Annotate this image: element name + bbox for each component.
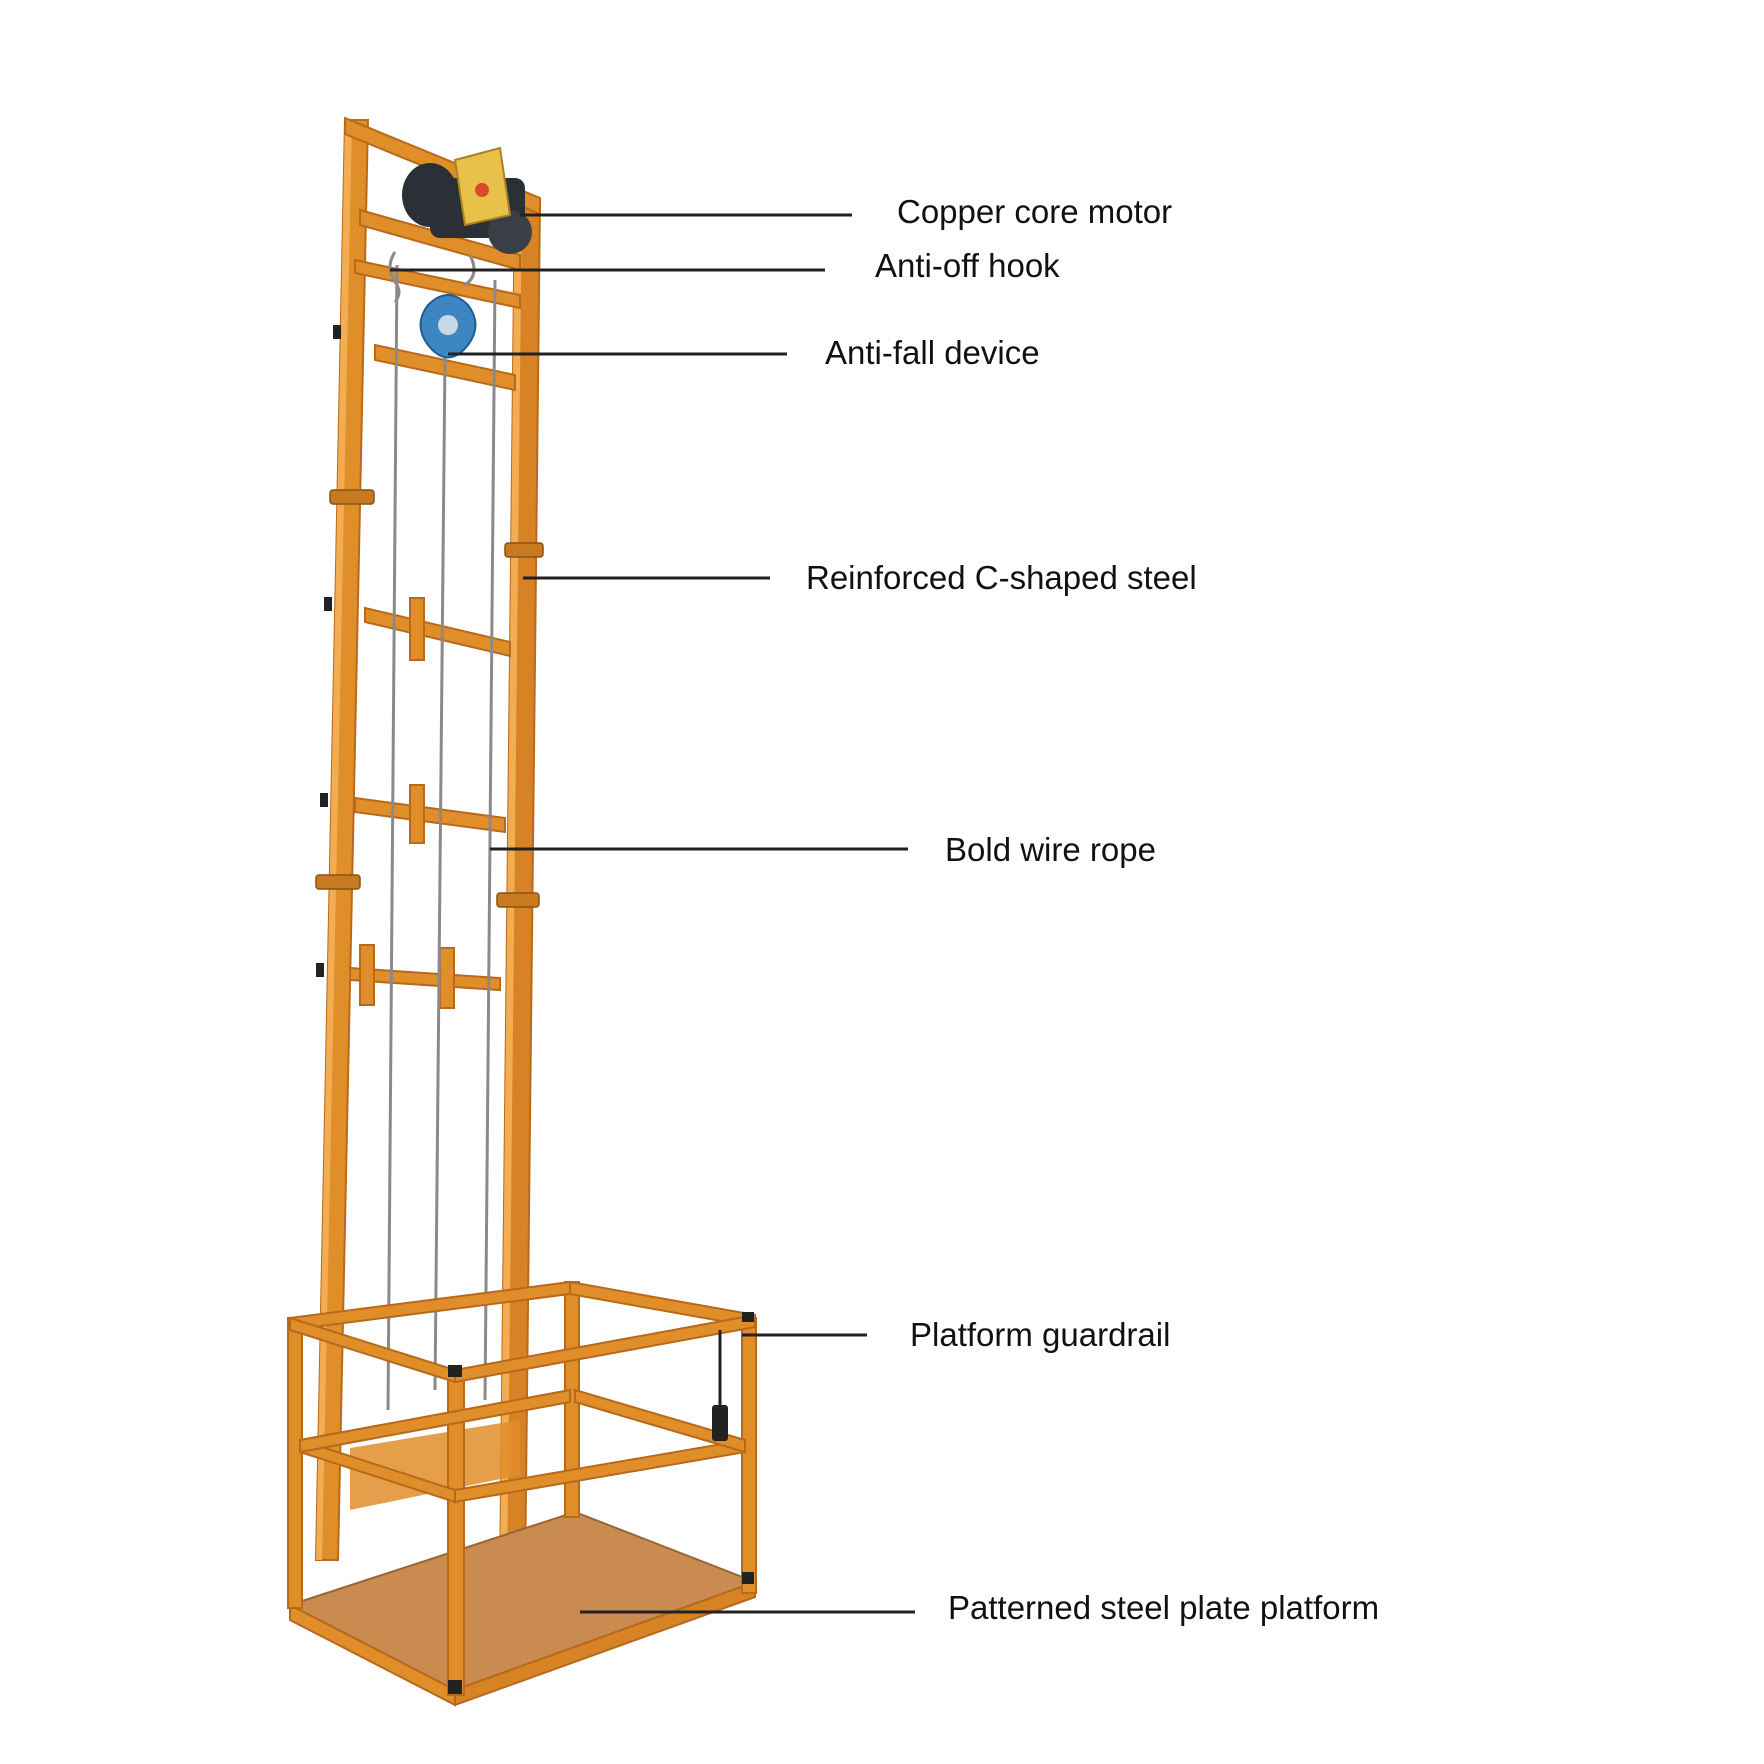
label-anti-off-hook: Anti-off hook	[875, 247, 1060, 284]
platform-cage	[287, 1280, 758, 1707]
label-bold-wire-rope: Bold wire rope	[945, 831, 1156, 868]
leader-lines	[390, 213, 915, 1614]
label-patterned-steel-plate-platform: Patterned steel plate platform	[948, 1589, 1380, 1626]
label-copper-core-motor: Copper core motor	[897, 193, 1173, 230]
label-reinforced-c-shaped-steel: Reinforced C-shaped steel	[806, 559, 1197, 596]
lift-mast	[314, 116, 544, 1581]
platform-floor	[287, 1510, 758, 1692]
cross-brace	[354, 796, 506, 834]
anti-fall-device-part	[419, 294, 477, 359]
copper-core-motor-unit	[402, 146, 532, 254]
cross-brace	[364, 606, 511, 658]
label-platform-guardrail: Platform guardrail	[910, 1316, 1171, 1353]
label-anti-fall-device: Anti-fall device	[825, 334, 1040, 371]
anti-off-hook-part	[388, 251, 476, 303]
wire-ropes	[386, 264, 497, 1411]
